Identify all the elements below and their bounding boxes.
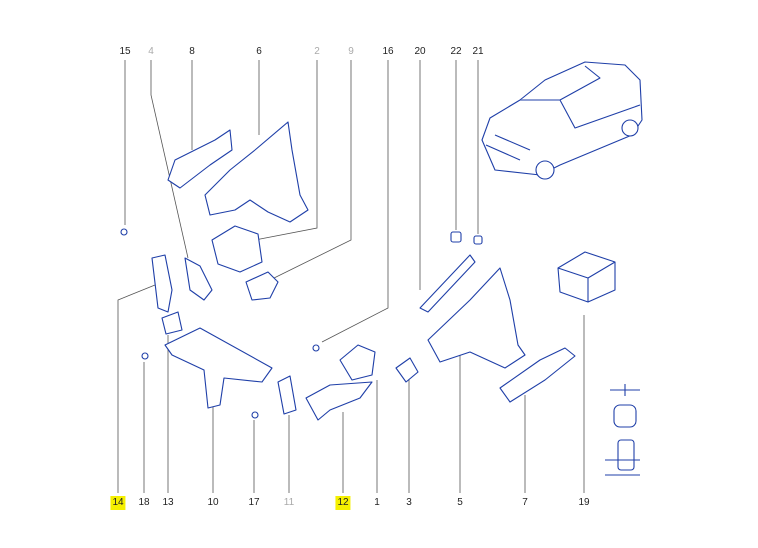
part-4[interactable] (184, 257, 213, 301)
callout-9[interactable]: 9 (348, 46, 354, 57)
part-10[interactable] (164, 327, 273, 409)
part-11[interactable] (277, 375, 297, 415)
leader-line (254, 60, 318, 241)
part-21[interactable] (473, 235, 483, 245)
callout-8[interactable]: 8 (189, 46, 195, 57)
part-8[interactable] (167, 129, 233, 189)
callout-22[interactable]: 22 (450, 46, 462, 57)
part-22[interactable] (450, 231, 462, 243)
callout-14[interactable]: 14 (110, 496, 126, 510)
callout-20[interactable]: 20 (414, 46, 426, 57)
callout-15[interactable]: 15 (119, 46, 131, 57)
part-7[interactable] (499, 347, 576, 403)
callout-5[interactable]: 5 (457, 497, 463, 508)
vehicle-illustration (481, 61, 643, 180)
callout-21[interactable]: 21 (472, 46, 484, 57)
callout-6[interactable]: 6 (256, 46, 262, 57)
callout-17[interactable]: 17 (248, 497, 260, 508)
callout-7[interactable]: 7 (522, 497, 528, 508)
part-6[interactable] (204, 121, 309, 223)
part-9[interactable] (245, 271, 279, 301)
part-20[interactable] (419, 254, 476, 313)
leader-lines (117, 60, 585, 493)
callout-1[interactable]: 1 (374, 497, 380, 508)
part-5[interactable] (427, 267, 526, 369)
part-2[interactable] (211, 225, 263, 273)
leader-line (321, 60, 389, 343)
callout-11[interactable]: 11 (283, 497, 295, 508)
callout-10[interactable]: 10 (207, 497, 219, 508)
callout-13[interactable]: 13 (162, 497, 174, 508)
clip-detail (605, 384, 640, 476)
leader-line (269, 60, 352, 281)
part-3[interactable] (395, 357, 419, 383)
part-1[interactable] (339, 344, 376, 381)
callout-19[interactable]: 19 (578, 497, 590, 508)
part-18[interactable] (141, 352, 149, 360)
callout-2[interactable]: 2 (314, 46, 320, 57)
leader-line (150, 60, 189, 259)
part-13[interactable] (161, 311, 183, 335)
callout-12[interactable]: 12 (335, 496, 351, 510)
part-14[interactable] (151, 254, 173, 313)
leader-line (117, 284, 156, 493)
part-15[interactable] (120, 228, 128, 236)
part-12[interactable] (305, 381, 373, 421)
part-19[interactable] (557, 251, 616, 303)
callout-4[interactable]: 4 (148, 46, 154, 57)
callout-16[interactable]: 16 (382, 46, 394, 57)
part-16[interactable] (312, 344, 320, 352)
part-17[interactable] (251, 411, 259, 419)
callout-18[interactable]: 18 (138, 497, 150, 508)
callout-3[interactable]: 3 (406, 497, 412, 508)
